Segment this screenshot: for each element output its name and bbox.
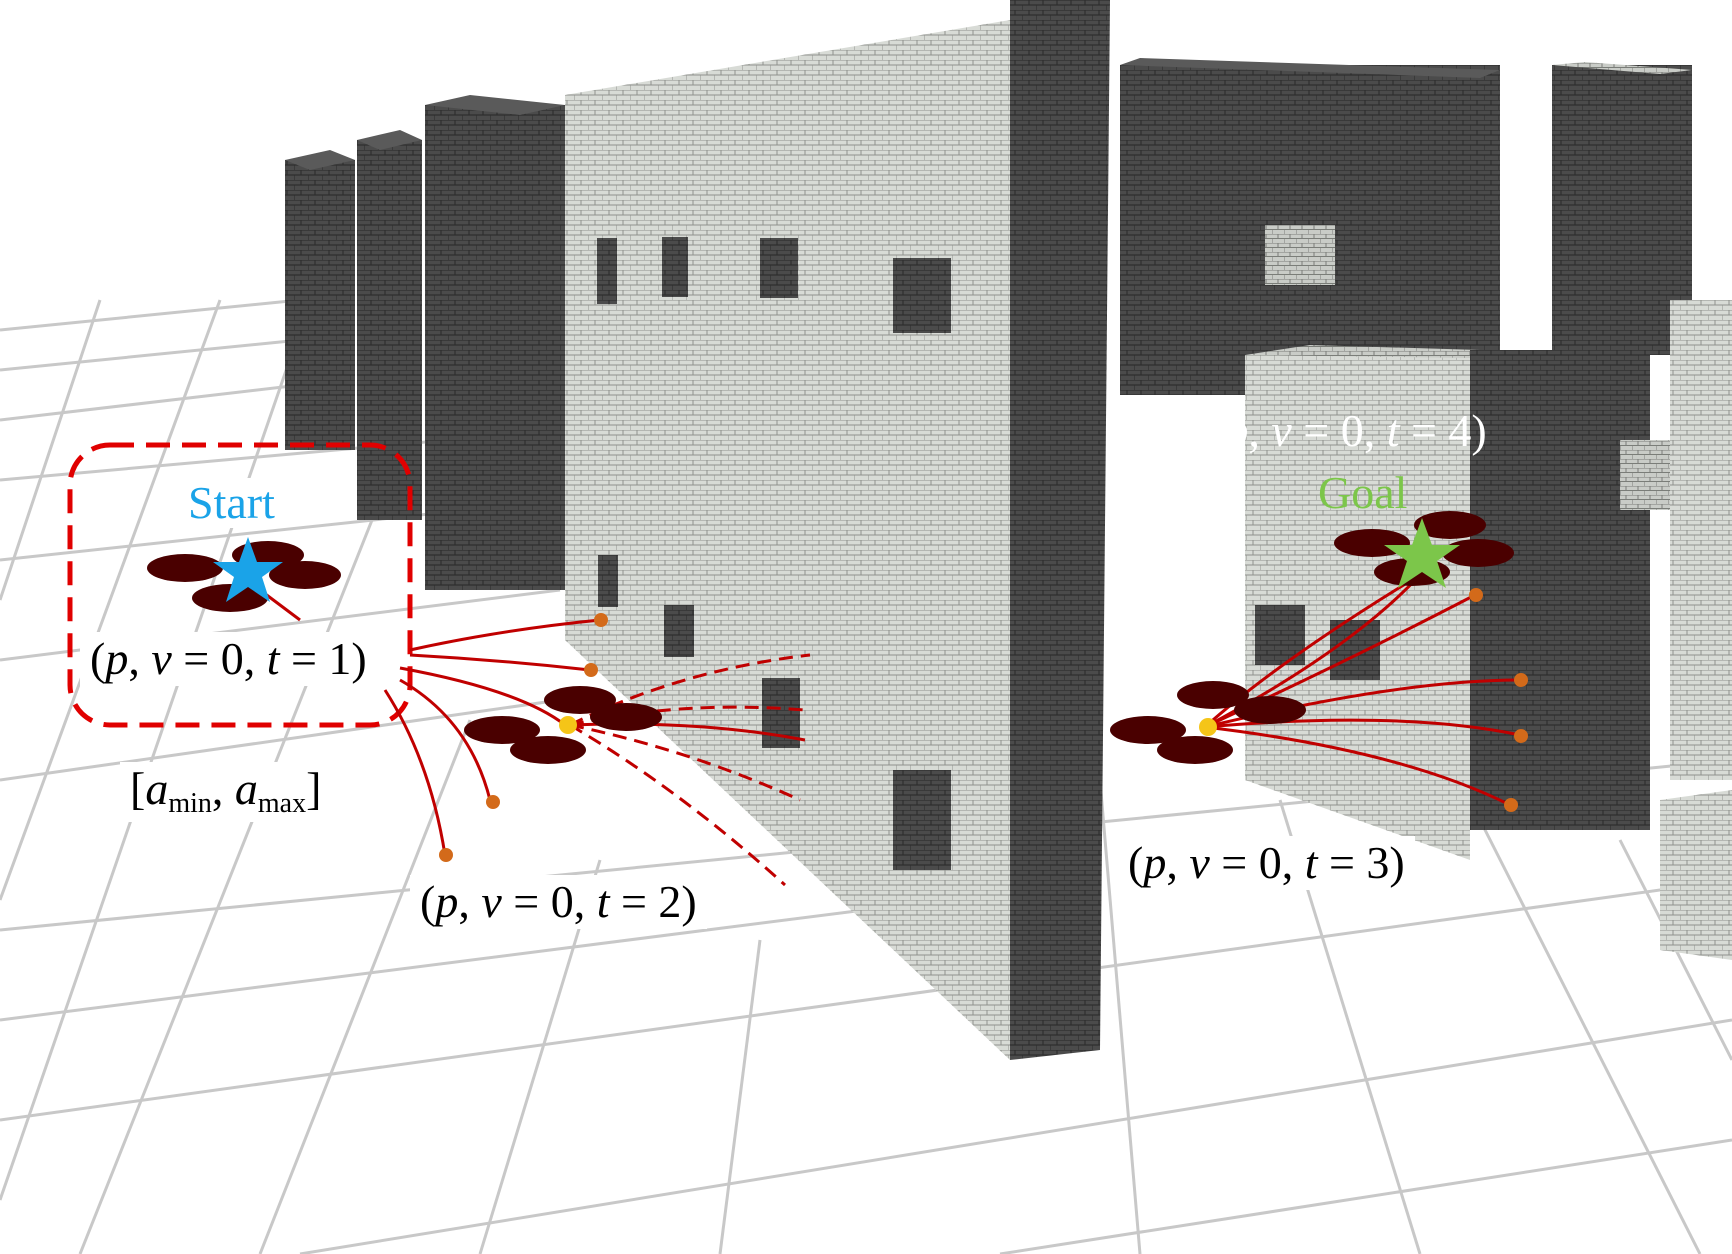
state-3-label: (p, v = 0, t = 3) [1118, 836, 1415, 890]
accel-close-bracket: ] [306, 763, 322, 814]
state-3-v: v [1189, 837, 1210, 888]
state-4-label: (p, v = 0, t = 4) [1210, 405, 1487, 456]
endpoints-1 [439, 613, 608, 862]
state-1-label: (p, v = 0, t = 1) [80, 632, 377, 686]
accel-open-bracket: [ [130, 763, 146, 814]
trajectory-fan-1 [259, 588, 601, 856]
accel-min-symbol: a [145, 763, 169, 814]
state-3-p: p [1143, 837, 1167, 888]
goal-label: Goal [1318, 467, 1408, 518]
state-2-time: = 2) [609, 876, 697, 927]
drone-state-2 [464, 686, 662, 764]
right-buildings [1120, 58, 1732, 960]
waypoint-3-marker [1199, 718, 1217, 736]
drone-state-3 [1110, 681, 1306, 764]
acceleration-range-label: [amin, amax] [120, 762, 332, 822]
state-2-label: (p, v = 0, t = 2) [410, 875, 707, 929]
state-4-eq: = 0, [1291, 405, 1387, 456]
state-4-p: p [1225, 405, 1249, 456]
state-1-v: v [151, 633, 172, 684]
state-3-time: = 3) [1317, 837, 1405, 888]
state-4-time: = 4) [1399, 405, 1487, 456]
state-3-eq: = 0, [1209, 837, 1305, 888]
start-label: Start [180, 478, 283, 528]
state-1-p: p [105, 633, 129, 684]
accel-max-subscript: max [257, 788, 307, 819]
endpoints-3 [1469, 588, 1528, 812]
state-1-time: = 1) [279, 633, 367, 684]
state-3-t: t [1304, 837, 1318, 888]
state-1-eq: = 0, [171, 633, 267, 684]
state-1-t: t [266, 633, 280, 684]
state-4-t: t [1386, 405, 1400, 456]
accel-min-subscript: min [168, 788, 212, 819]
waypoint-2-marker [559, 716, 577, 734]
state-2-p: p [435, 876, 459, 927]
state-2-v: v [481, 876, 502, 927]
goal-star-icon [1384, 518, 1460, 588]
distant-buildings [285, 95, 565, 590]
center-wall [565, 0, 1110, 1060]
state-4-v: v [1271, 405, 1292, 456]
state-2-t: t [596, 876, 610, 927]
accel-max-symbol: a [234, 763, 258, 814]
accel-separator: , [211, 763, 235, 814]
start-region-box [67, 442, 413, 728]
start-star-icon [213, 537, 283, 602]
state-2-eq: = 0, [501, 876, 597, 927]
